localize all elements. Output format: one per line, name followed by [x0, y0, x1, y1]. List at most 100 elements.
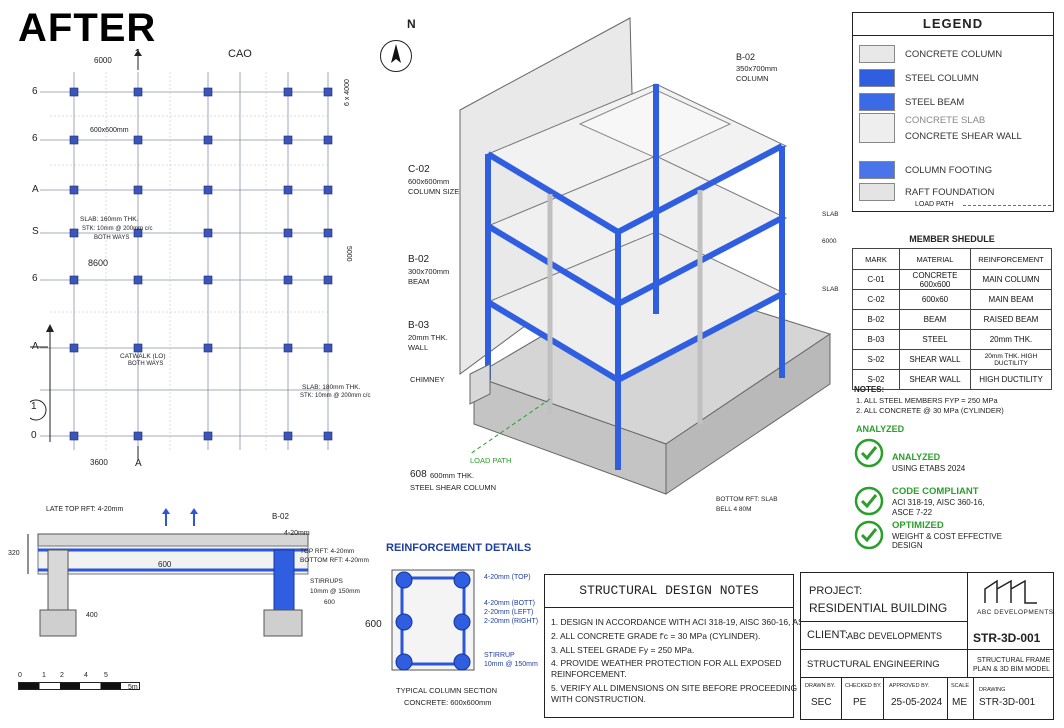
- legend-item: COLUMN FOOTING: [859, 159, 992, 181]
- legend-label: STEEL BEAM: [905, 96, 965, 108]
- design-note: WITH CONSTRUCTION.: [551, 694, 646, 704]
- iso-steel: 600mm THK.: [430, 471, 475, 480]
- beam-section-drawing: [18, 508, 309, 686]
- schedule-title: MEMBER SHEDULE: [909, 234, 995, 244]
- table-cell: MAIN COLUMN: [970, 269, 1052, 290]
- plan-grid-bottom: A: [135, 458, 142, 469]
- drawing-desc: PLAN & 3D BIM MODEL: [973, 666, 1051, 673]
- plan-slab-note: STK: 10mm @ 200mm c/c: [82, 226, 153, 232]
- table-cell: C-01: [852, 269, 900, 290]
- scale: ME: [952, 697, 967, 708]
- check-circle-icon: [854, 520, 884, 550]
- legend-swatch: [859, 183, 895, 201]
- plan-dim-right: 5000: [345, 246, 352, 262]
- scale-tick: 5: [104, 672, 108, 679]
- plan-column-size: 600x600mm: [90, 127, 129, 134]
- legend-load-path-line: [963, 205, 1051, 206]
- iso-bottom-right: BELL 4 80M: [716, 506, 752, 513]
- iso-b02-left: 300x700mm: [408, 267, 450, 276]
- reinf-top-bars: 4-20mm (TOP): [484, 574, 531, 581]
- legend-item: CONCRETE SLAB CONCRETE SHEAR WALL: [859, 113, 1022, 143]
- section-top-label: LATE TOP RFT: 4-20mm: [46, 506, 124, 513]
- isometric-model: [430, 14, 850, 514]
- legend-item: RAFT FOUNDATION: [859, 181, 994, 203]
- north-arrow-icon: [391, 44, 401, 63]
- company-logo-icon: [984, 579, 1037, 604]
- iso-steel: STEEL SHEAR COLUMN: [410, 483, 496, 492]
- client-label: CLIENT:: [807, 629, 848, 641]
- plan-span-label: 8600: [88, 258, 109, 268]
- legend-label: CONCRETE SHEAR WALL: [905, 130, 1022, 142]
- section-stirrup: 600: [324, 599, 335, 606]
- section-right-top: 4-20mm: [284, 530, 310, 537]
- floor-plan: [25, 50, 370, 470]
- design-note: 3. ALL STEEL GRADE Fy = 250 MPa.: [551, 645, 695, 655]
- reinf-caption-2: CONCRETE: 600x600mm: [404, 698, 492, 707]
- table-cell: SHEAR WALL: [899, 349, 971, 370]
- section-top-rft: TOP RFT: 4-20mm: [300, 548, 355, 555]
- design-note: REINFORCEMENT.: [551, 669, 627, 679]
- iso-steel: 608: [410, 469, 427, 480]
- check-sub: USING ETABS 2024: [892, 464, 966, 473]
- plan-catwalk: BOTH WAYS: [128, 361, 164, 367]
- drawing-number: STR-3D-001: [973, 631, 1041, 645]
- plan-catwalk: CATWALK (LO): [120, 353, 166, 360]
- scale-label: SCALE: [951, 683, 970, 689]
- client-name: ABC DEVELOPMENTS: [847, 631, 943, 641]
- drawing-label: DRAWING: [979, 687, 1006, 693]
- plan-row-label: 0: [31, 430, 37, 441]
- drawn-by: SEC: [811, 697, 832, 708]
- reinf-side-bars: 2-20mm (LEFT): [484, 609, 534, 616]
- company-name: ABC DEVELOPMENTS: [977, 609, 1054, 616]
- table-cell: S-02: [852, 349, 900, 370]
- reinf-side-bars: 4-20mm (BOTT): [484, 600, 535, 607]
- design-note: 5. VERIFY ALL DIMENSIONS ON SITE BEFORE …: [551, 683, 798, 693]
- iso-b02-left: B-02: [408, 254, 430, 265]
- check-circle-icon: [854, 438, 884, 468]
- check-analyzed: ANALYZED ANALYZED USING ETABS 2024: [852, 424, 1052, 480]
- iso-right-mark: SLAB: [822, 286, 839, 293]
- project-label: PROJECT:: [809, 585, 863, 597]
- table-cell: BEAM: [899, 309, 971, 330]
- approved-label: APPROVED BY.: [889, 683, 930, 689]
- discipline: STRUCTURAL ENGINEERING: [807, 659, 940, 670]
- title-block: PROJECT: RESIDENTIAL BUILDING ABC DEVELO…: [800, 572, 1054, 720]
- iso-right-mark: SLAB: [822, 211, 839, 218]
- legend-item: STEEL BEAM: [859, 91, 964, 113]
- plan-dim-bottom: 3600: [90, 458, 108, 467]
- plan-row-label: 6: [32, 133, 38, 144]
- scale-tick: 4: [84, 672, 88, 679]
- table-cell: C-02: [852, 289, 900, 310]
- reinforcement-title: REINFORCEMENT DETAILS: [386, 542, 532, 554]
- reinf-caption: TYPICAL COLUMN SECTION: [396, 686, 497, 695]
- column-section: [388, 566, 478, 676]
- check-sub: ACI 318-19, AISC 360-16,: [892, 498, 985, 507]
- section-left-dim: 320: [8, 550, 20, 557]
- legend-swatch: [859, 93, 895, 111]
- legend-label: RAFT FOUNDATION: [905, 186, 995, 198]
- table-cell: HIGH DUCTILITY: [970, 369, 1052, 390]
- legend-load-path: LOAD PATH: [915, 201, 954, 208]
- schedule-notes-title: NOTES:: [854, 385, 885, 394]
- legend-item: STEEL COLUMN: [859, 67, 979, 89]
- design-notes-title: STRUCTURAL DESIGN NOTES: [579, 583, 759, 598]
- design-note: 2. ALL CONCRETE GRADE f'c = 30 MPa (CYLI…: [551, 631, 761, 641]
- schedule-header: MATERIAL: [899, 248, 971, 270]
- isometric-model-drawing: [459, 17, 832, 495]
- table-cell: 20mm THK. HIGH DUCTILITY: [970, 349, 1052, 370]
- check-title: ANALYZED: [856, 424, 905, 434]
- table-cell: B-02: [852, 309, 900, 330]
- legend-item: CONCRETE COLUMN: [859, 43, 1002, 65]
- plan-row-label: A: [32, 341, 39, 352]
- table-cell: SHEAR WALL: [899, 369, 971, 390]
- column-section-drawing: [391, 569, 475, 671]
- iso-c02: 600x600mm: [408, 177, 450, 186]
- scale-tick: 1: [42, 672, 46, 679]
- table-cell: RAISED BEAM: [970, 309, 1052, 330]
- plan-row-label: 6: [32, 273, 38, 284]
- legend-label: CONCRETE SLAB: [905, 114, 986, 126]
- scale-tick: 5m: [128, 684, 138, 691]
- check-code-compliant: CODE COMPLIANT ACI 318-19, AISC 360-16, …: [852, 484, 1052, 520]
- iso-bottom-right: BOTTOM RFT: SLAB: [716, 496, 778, 503]
